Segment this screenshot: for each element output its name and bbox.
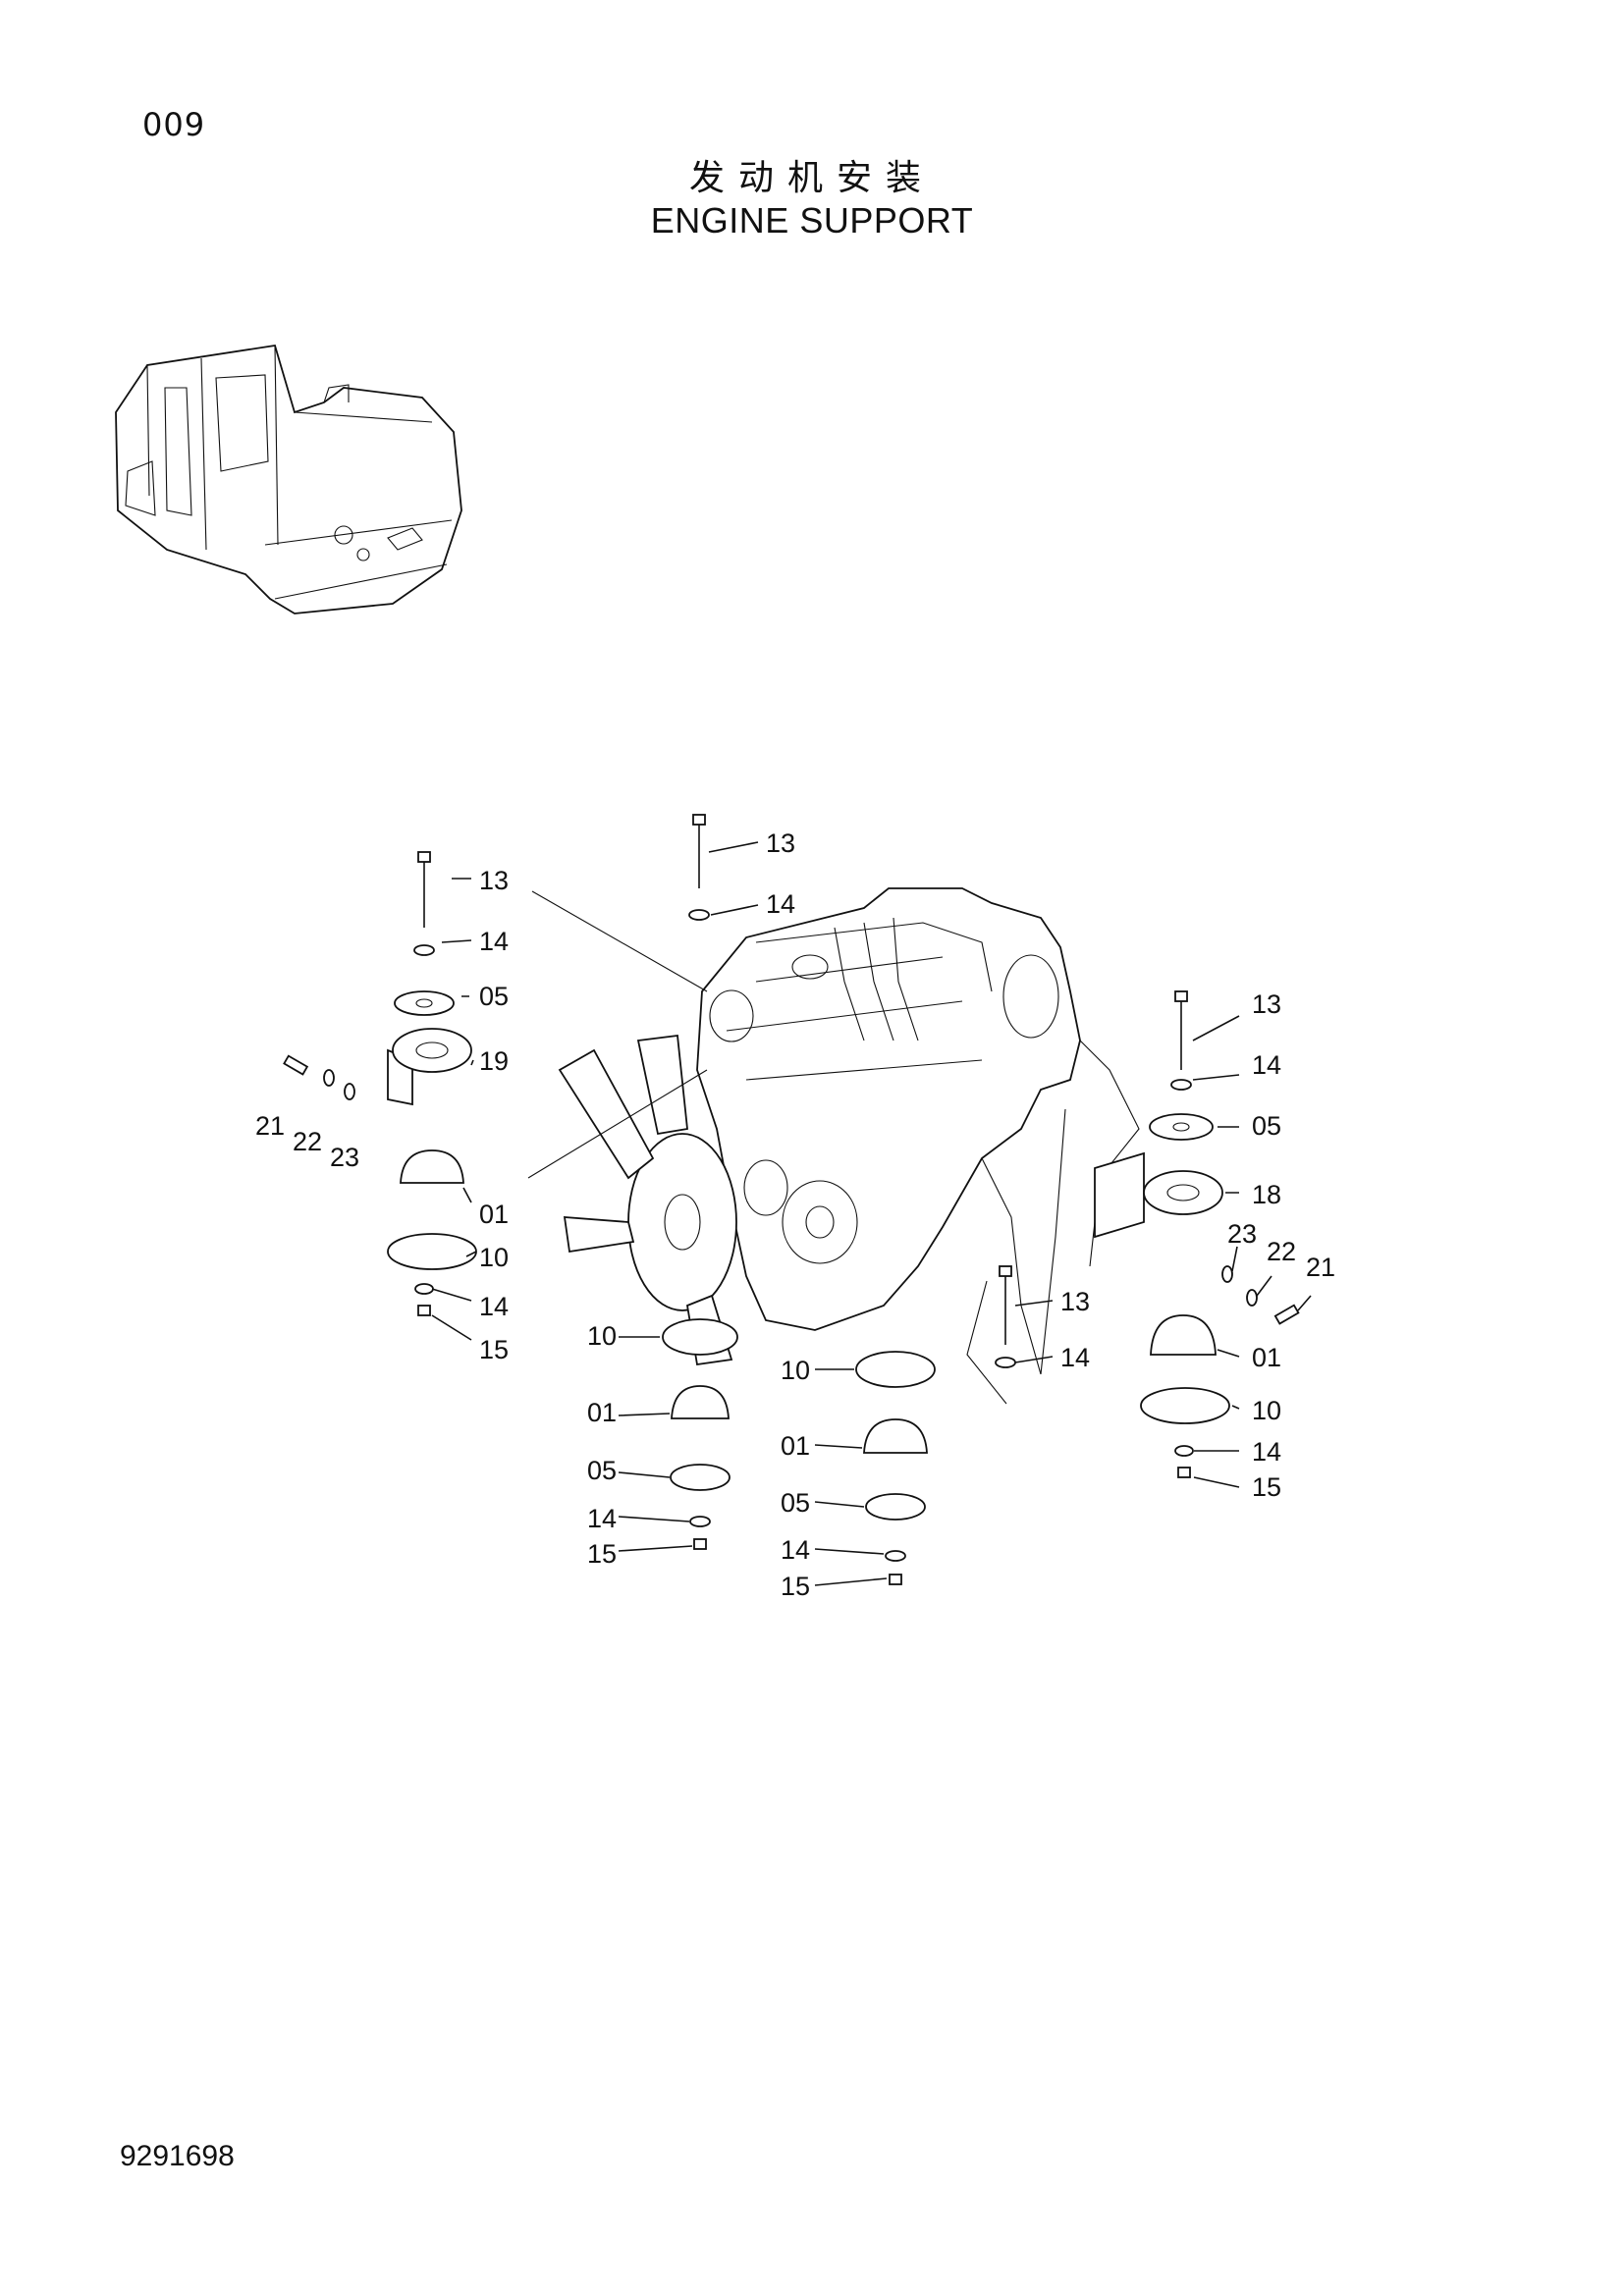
callout-label: 15	[781, 1572, 810, 1601]
top-bolt-stack	[688, 814, 759, 921]
callout-label: 14	[766, 889, 795, 919]
page-title-en: ENGINE SUPPORT	[650, 200, 974, 240]
callout-label: 15	[1252, 1472, 1281, 1502]
callout-label: 14	[587, 1504, 617, 1533]
front-mid-mount-stack	[814, 1265, 1054, 1586]
callout-label: 14	[1060, 1343, 1090, 1372]
callout-label: 21	[255, 1111, 285, 1141]
engine-assembly-illustration	[558, 887, 1140, 1375]
callout-label: 10	[587, 1321, 617, 1351]
callout-label: 19	[479, 1046, 509, 1076]
callout-label: 15	[587, 1539, 617, 1569]
page-code: 009	[142, 106, 206, 143]
callout-label: 13	[766, 828, 795, 858]
callout-labels: 13 14 05 19 21 22 23 01 10 14 15 13 14 1…	[255, 828, 1335, 1601]
right-mount-stack	[1094, 990, 1312, 1488]
excavator-locator-icon	[115, 344, 462, 614]
callout-label: 14	[1252, 1050, 1281, 1080]
callout-label: 22	[1267, 1237, 1296, 1266]
callout-label: 01	[781, 1431, 810, 1461]
callout-label: 13	[1060, 1287, 1090, 1316]
callout-label: 23	[330, 1143, 359, 1172]
callout-label: 14	[1252, 1437, 1281, 1467]
callout-label: 01	[479, 1200, 509, 1229]
document-number: 9291698	[120, 2140, 235, 2172]
left-mount-stack	[283, 851, 477, 1341]
callout-label: 10	[479, 1243, 509, 1272]
callout-label: 18	[1252, 1180, 1281, 1209]
callout-label: 14	[479, 1292, 509, 1321]
callout-label: 13	[479, 866, 509, 895]
callout-label: 14	[479, 927, 509, 956]
page-title-cn: 发动机安装	[688, 158, 935, 198]
callout-label: 21	[1306, 1253, 1335, 1282]
front-left-mount-stack	[618, 1318, 738, 1552]
callout-label: 10	[1252, 1396, 1281, 1425]
callout-label: 14	[781, 1535, 810, 1565]
callout-label: 01	[587, 1398, 617, 1427]
callout-label: 15	[479, 1335, 509, 1364]
callout-label: 22	[293, 1127, 322, 1156]
callout-label: 13	[1252, 989, 1281, 1019]
callout-label: 23	[1227, 1219, 1257, 1249]
callout-label: 05	[781, 1488, 810, 1518]
callout-label: 05	[479, 982, 509, 1011]
callout-label: 10	[781, 1356, 810, 1385]
callout-label: 01	[1252, 1343, 1281, 1372]
callout-label: 05	[587, 1456, 617, 1485]
callout-label: 05	[1252, 1111, 1281, 1141]
